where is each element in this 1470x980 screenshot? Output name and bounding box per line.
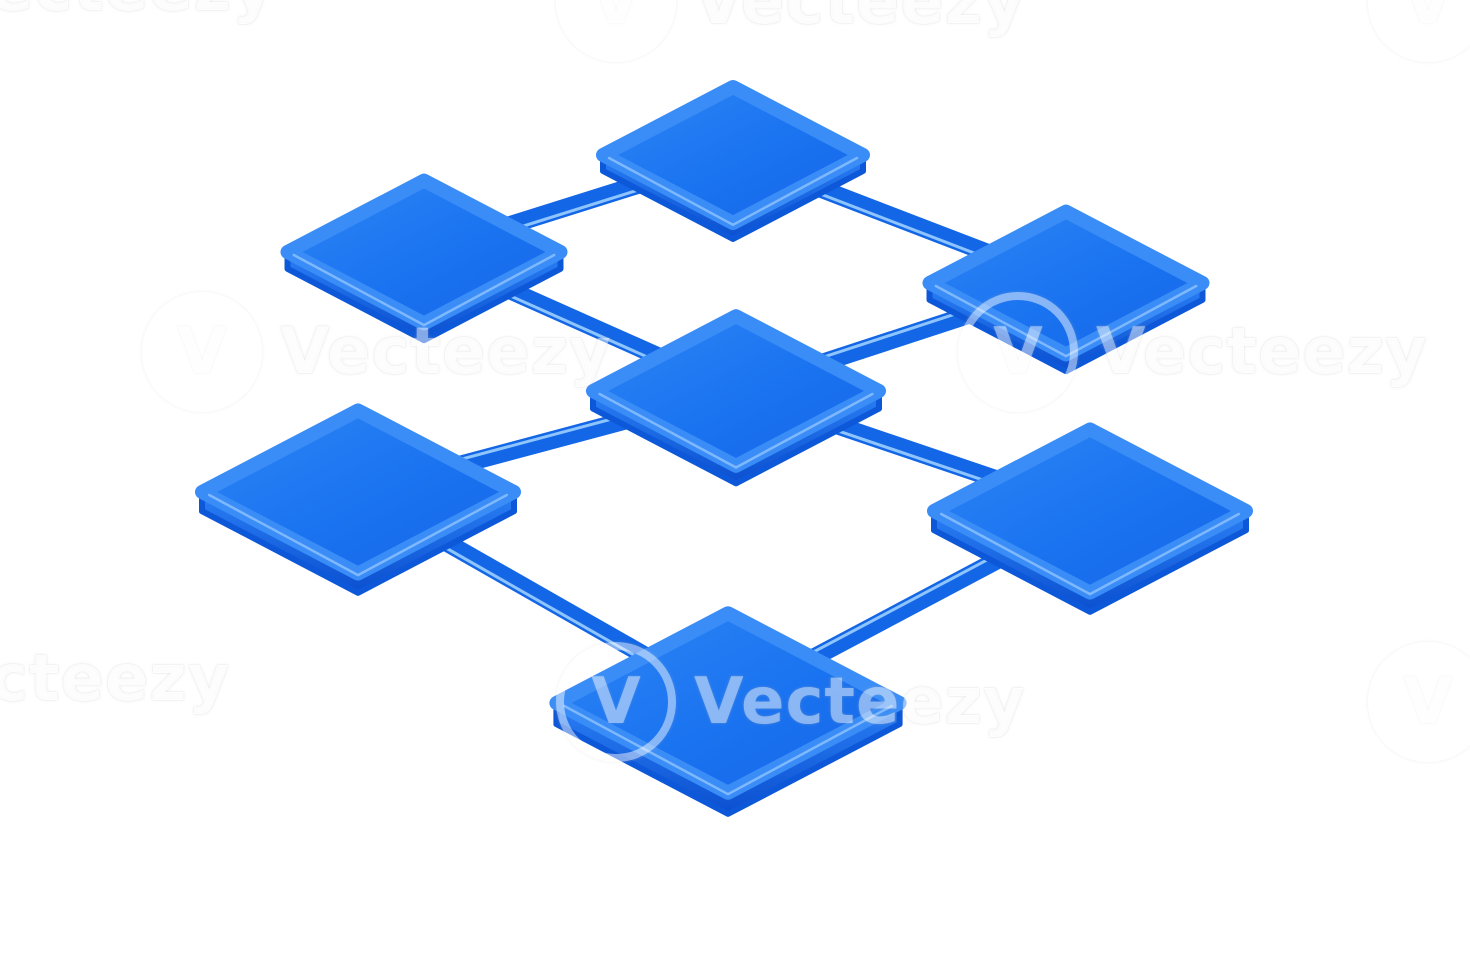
tile-edge-highlight — [207, 493, 509, 577]
tile-top-face — [922, 204, 1210, 362]
node-top — [596, 80, 870, 242]
tile-top-face — [596, 80, 870, 230]
tile-edge-highlight — [598, 392, 874, 469]
tile-top-face — [280, 173, 568, 331]
tile-edge-highlight — [563, 704, 893, 796]
tiles-layer — [195, 80, 1253, 817]
node-lower-right — [927, 422, 1253, 615]
node-center — [586, 309, 886, 487]
tile-edge-highlight — [939, 512, 1241, 596]
node-upper-left — [280, 173, 568, 344]
node-lower-left — [195, 403, 521, 596]
tile-edge-highlight — [292, 253, 556, 327]
tile-edge-highlight — [607, 156, 859, 227]
node-upper-right — [922, 204, 1210, 375]
node-bottom — [549, 606, 907, 817]
tile-edge-highlight — [934, 284, 1198, 358]
